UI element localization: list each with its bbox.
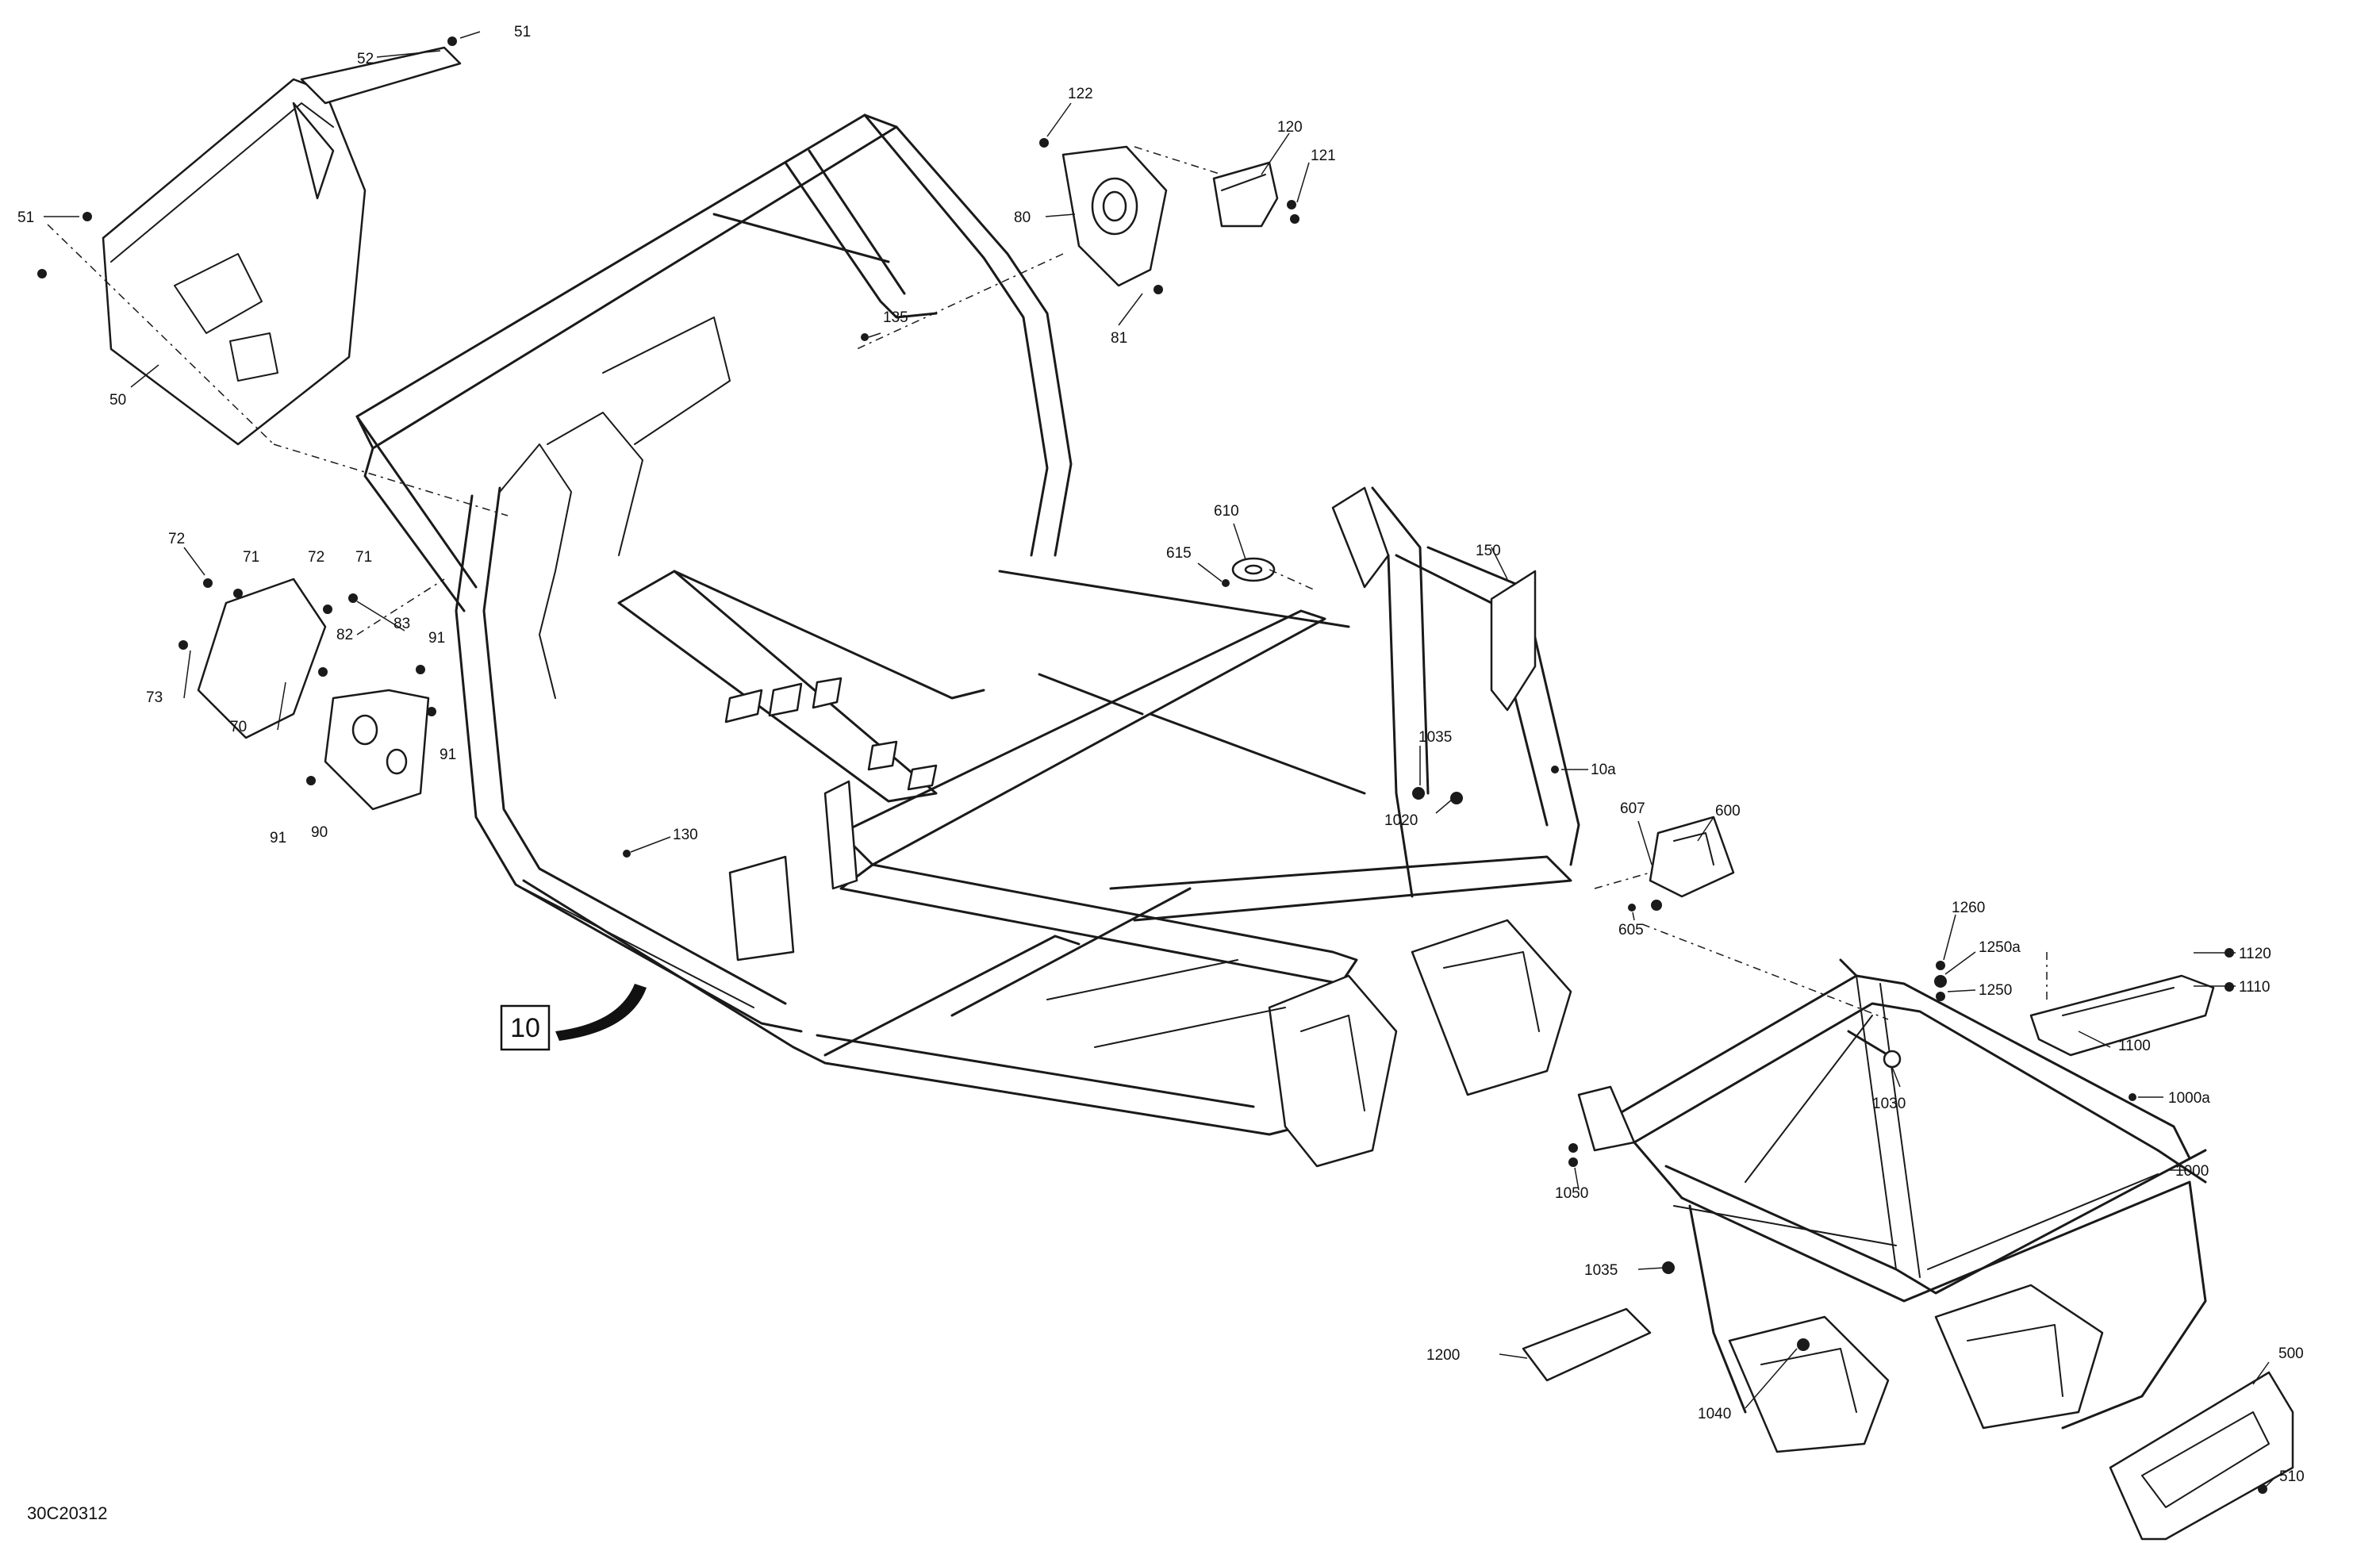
part-70-plate	[197, 578, 327, 739]
callout-82: 82	[336, 627, 353, 643]
callout-1000a: 1000a	[2168, 1090, 2210, 1107]
main-frame	[355, 113, 1580, 1168]
callout-73: 73	[146, 689, 163, 706]
callout-51b: 51	[17, 209, 34, 226]
reference-arrow-icon	[555, 984, 647, 1041]
callout-122: 122	[1068, 86, 1093, 102]
part-600-bracket	[1649, 816, 1735, 898]
callout-1250: 1250	[1979, 982, 2012, 999]
callout-1110: 1110	[2239, 979, 2270, 996]
reference-box-frame	[500, 1004, 551, 1051]
callout-1000: 1000	[2175, 1163, 2209, 1180]
callout-1030: 1030	[1872, 1096, 1906, 1112]
drawing-code: 30C20312	[27, 1503, 108, 1523]
callout-1260: 1260	[1952, 900, 1985, 916]
part-120-bracket	[1212, 161, 1279, 228]
callout-1120: 1120	[2239, 946, 2271, 962]
callout-1035b: 1035	[1584, 1262, 1618, 1279]
reference-box-label: 10	[510, 1013, 540, 1043]
fasteners	[37, 36, 2267, 1494]
part-80-upper-mount	[1061, 145, 1168, 287]
callout-1100: 1100	[2118, 1038, 2151, 1054]
front-subframe	[1577, 958, 2207, 1453]
callout-51a: 51	[514, 24, 531, 40]
callout-120: 120	[1277, 119, 1303, 136]
callout-1020: 1020	[1384, 812, 1418, 829]
part-90-mount	[324, 689, 430, 811]
callout-1035a: 1035	[1418, 729, 1452, 746]
callout-1200: 1200	[1426, 1347, 1460, 1364]
callout-1250a: 1250a	[1979, 939, 2021, 956]
callout-72a: 72	[168, 531, 185, 547]
callout-80: 80	[1014, 209, 1031, 226]
callout-90: 90	[311, 824, 328, 841]
callout-150: 150	[1476, 543, 1501, 559]
callout-71b: 71	[355, 549, 372, 566]
callout-91b: 91	[440, 747, 456, 763]
callout-81: 81	[1111, 330, 1127, 347]
callout-83: 83	[393, 616, 410, 632]
callout-607: 607	[1620, 800, 1645, 817]
part-1200-plate	[1522, 1307, 1652, 1382]
callout-510: 510	[2279, 1468, 2305, 1485]
callout-615: 615	[1166, 545, 1192, 562]
callout-91c: 91	[270, 830, 286, 846]
leader-lines	[44, 31, 2276, 1487]
part-150-gusset	[1490, 570, 1537, 712]
assembly-lines	[47, 146, 2048, 1020]
callout-1040: 1040	[1698, 1406, 1731, 1422]
part-1030-bolt	[1847, 1030, 1902, 1069]
callout-91a: 91	[428, 630, 445, 647]
callout-50: 50	[109, 392, 126, 409]
callout-72b: 72	[308, 549, 324, 566]
callout-600: 600	[1715, 803, 1741, 819]
callout-610: 610	[1214, 503, 1239, 520]
callout-labels: 51 52 51 50 122 120 121 80 81 135 72 71 …	[17, 24, 2305, 1485]
callout-70: 70	[230, 719, 247, 735]
callout-500: 500	[2278, 1345, 2304, 1362]
callout-1050: 1050	[1555, 1185, 1588, 1202]
part-50-rear-bracket	[102, 46, 462, 446]
callout-52: 52	[357, 51, 374, 67]
part-610-plate	[1231, 557, 1276, 582]
callout-121: 121	[1311, 148, 1336, 164]
callout-10a: 10a	[1591, 762, 1616, 778]
part-1100-crossbar	[2029, 974, 2215, 1057]
callout-130: 130	[673, 827, 698, 843]
callout-135: 135	[883, 309, 908, 326]
reference-box: 10	[500, 984, 647, 1051]
callout-605: 605	[1618, 922, 1644, 938]
part-500-skid-plate	[2109, 1371, 2294, 1541]
callout-71a: 71	[243, 549, 259, 566]
